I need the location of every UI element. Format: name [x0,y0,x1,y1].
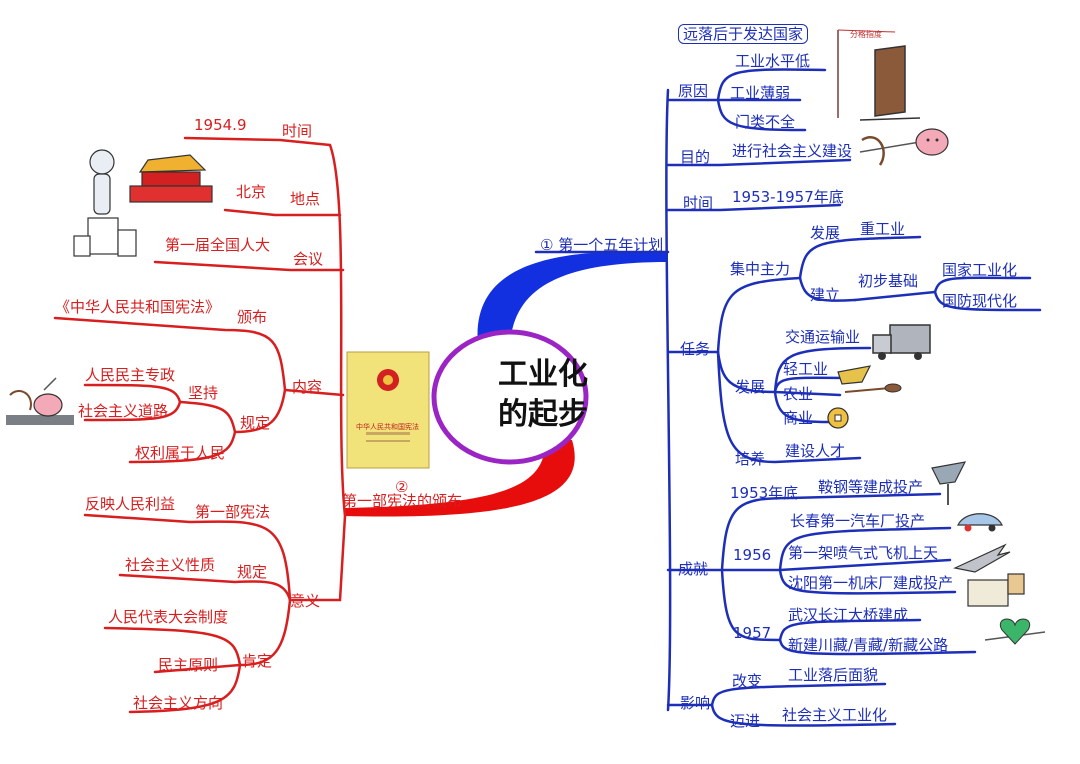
bow-arrow-pig-icon [859,128,949,166]
reason-item-2: 工业薄弱 [730,84,791,102]
time-label-red: 时间 [282,122,313,140]
sketch-note: 分格指度 [850,30,882,39]
plan-title: ① 第一个五年计划 [540,236,664,254]
cultivate-value: 建设人才 [785,442,846,460]
constitution-book-icon [346,351,430,469]
reason-item-1: 工业水平低 [735,52,811,70]
hoe-icon [844,383,902,393]
place-value: 北京 [236,183,267,201]
impact-change-label: 改变 [732,672,763,690]
promulgate-value: 《中华人民共和国宪法》 [55,298,221,316]
blue-ribbon [477,251,668,348]
car-icon [957,513,1003,532]
foundation-item-2: 国防现代化 [942,292,1018,310]
tiananmen-icon [129,154,213,203]
develop-label: 发展 [735,378,766,396]
foundation-label: 初步基础 [858,272,919,290]
foundation-item-1: 国家工业化 [942,261,1018,279]
focus-label: 集中主力 [730,260,791,278]
rights-value: 权利属于人民 [135,444,226,462]
ach-1953-value: 鞍钢等建成投产 [818,478,924,496]
podium-figure-icon [73,149,137,257]
center-ellipse [431,329,589,465]
focus-develop-value: 重工业 [860,220,906,238]
ach-1956-item-1: 长春第一汽车厂投产 [790,512,926,530]
purpose-value: 进行社会主义建设 [732,142,853,160]
impact-change-value: 工业落后面貌 [788,666,879,684]
develop-item-3: 农业 [783,385,814,403]
focus-develop-label: 发展 [810,224,841,242]
significance-label: 意义 [290,592,321,610]
constitution-title: 第一部宪法的颁布 [342,492,463,510]
develop-item-4: 商业 [783,409,814,427]
meeting-value: 第一届全国人大 [165,236,271,254]
adhere-item-2: 社会主义道路 [78,402,169,420]
first-label: 第一部宪法 [195,503,271,521]
sig-rule-label: 规定 [237,563,268,581]
ach-1956-item-2: 第一架喷气式飞机上天 [788,544,939,562]
content-rule-label: 规定 [240,414,271,432]
blue-branches [534,68,1042,727]
time-label: 时间 [683,194,714,212]
constitution-number: ② [395,478,409,496]
red-branches [53,136,347,714]
ach-1957-item-1: 武汉长江大桥建成 [788,606,909,624]
impact-label: 影响 [680,694,711,712]
truck-icon [872,324,931,360]
book-text: 中华人民共和国宪法 [356,423,419,431]
content-label: 内容 [292,378,323,396]
affirm-label: 肯定 [242,652,273,670]
reason-label: 原因 [678,82,709,100]
red-ribbon [345,438,575,517]
machine-tool-icon [967,573,1025,607]
meeting-label: 会议 [293,250,324,268]
ach-1953-label: 1953年底 [730,484,799,502]
develop-item-1: 交通运输业 [785,328,861,346]
affirm-item-2: 民主原则 [158,656,219,674]
focus-build-label: 建立 [810,286,841,304]
cultivate-label: 培养 [735,450,766,468]
sig-rule-value: 社会主义性质 [125,556,216,574]
time-value-red: 1954.9 [194,116,247,134]
purpose-label: 目的 [680,148,711,166]
door-sketch-icon [837,29,921,121]
develop-item-2: 轻工业 [783,360,829,378]
bow-pig-road-icon [6,377,74,425]
center-line-2: 的起步 [498,397,588,432]
ach-1957-label: 1957 [733,624,772,642]
impact-advance-label: 迈进 [730,712,761,730]
center-title: 工业化 的起步 [488,355,598,435]
time-value: 1953-1957年底 [732,188,844,206]
center-line-1: 工业化 [498,357,588,392]
light-industry-icon [837,365,872,385]
achievements-label: 成就 [678,560,709,578]
place-label: 地点 [290,190,321,208]
impact-advance-value: 社会主义工业化 [782,706,888,724]
heart-arrow-icon [984,618,1046,645]
promulgate-label: 颁布 [237,308,268,326]
jet-plane-icon [953,543,1011,573]
adhere-item-1: 人民民主专政 [85,366,176,384]
affirm-item-3: 社会主义方向 [133,694,224,712]
affirm-item-1: 人民代表大会制度 [108,608,229,626]
reason-boxed: 远落后于发达国家 [678,24,809,44]
ach-1957-item-2: 新建川藏/青藏/新藏公路 [788,636,949,654]
steel-ladle-icon [931,461,967,505]
adhere-label: 坚持 [188,384,219,402]
coin-icon [827,407,849,429]
reason-item-3: 门类不全 [735,113,796,131]
first-value: 反映人民利益 [85,495,176,513]
ach-1956-item-3: 沈阳第一机床厂建成投产 [788,574,954,592]
ach-1956-label: 1956 [733,546,772,564]
tasks-label: 任务 [680,340,711,358]
